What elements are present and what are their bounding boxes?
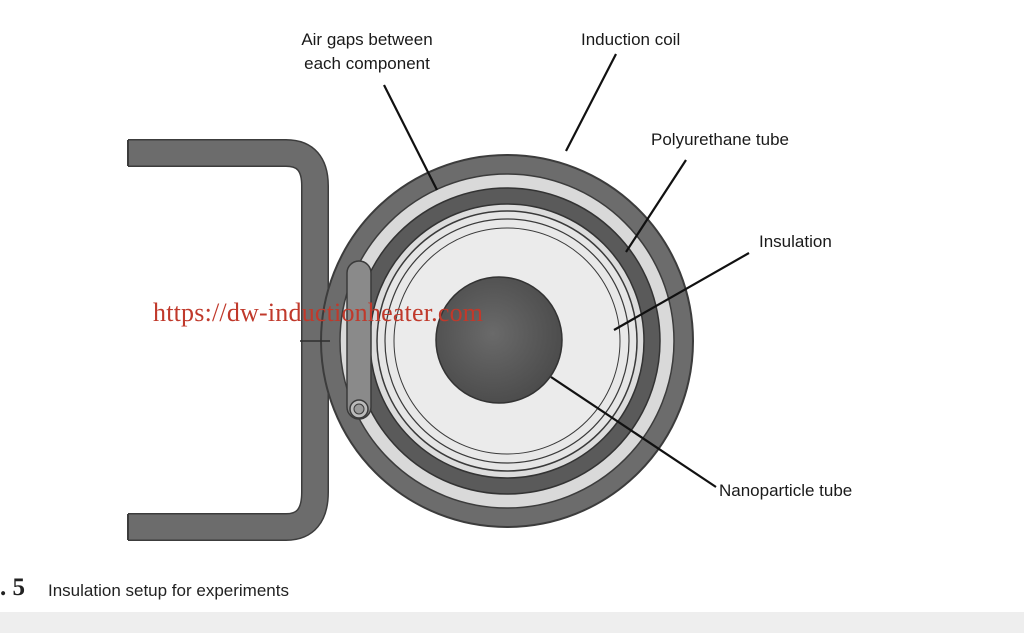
watermark-url: https://dw-inductionheater.com (153, 298, 484, 327)
leader-induction-coil (565, 53, 617, 152)
label-polyurethane-tube: Polyurethane tube (651, 130, 789, 149)
nanoparticle-tube (435, 276, 563, 404)
label-air-gaps-line2: each component (304, 54, 430, 73)
label-air-gaps-line1: Air gaps between (301, 30, 433, 49)
figure-number: . 5 (0, 574, 25, 601)
label-induction-coil: Induction coil (581, 30, 681, 49)
leader-polyurethane-tube (625, 159, 687, 253)
leader-insulation (613, 252, 750, 331)
figure-caption: Insulation setup for experiments (48, 581, 289, 600)
caption-bar (0, 568, 1024, 612)
label-insulation: Insulation (759, 232, 832, 251)
probe-clip (346, 260, 372, 420)
leader-nanoparticle-tube (550, 376, 717, 488)
bottom-strip (0, 612, 1024, 633)
label-air-gaps: Air gaps between each component (277, 28, 457, 76)
leader-lines (383, 53, 750, 488)
label-nanoparticle-tube: Nanoparticle tube (719, 481, 853, 500)
leader-air-gaps (383, 84, 438, 191)
coil-lead-wire (127, 139, 329, 541)
